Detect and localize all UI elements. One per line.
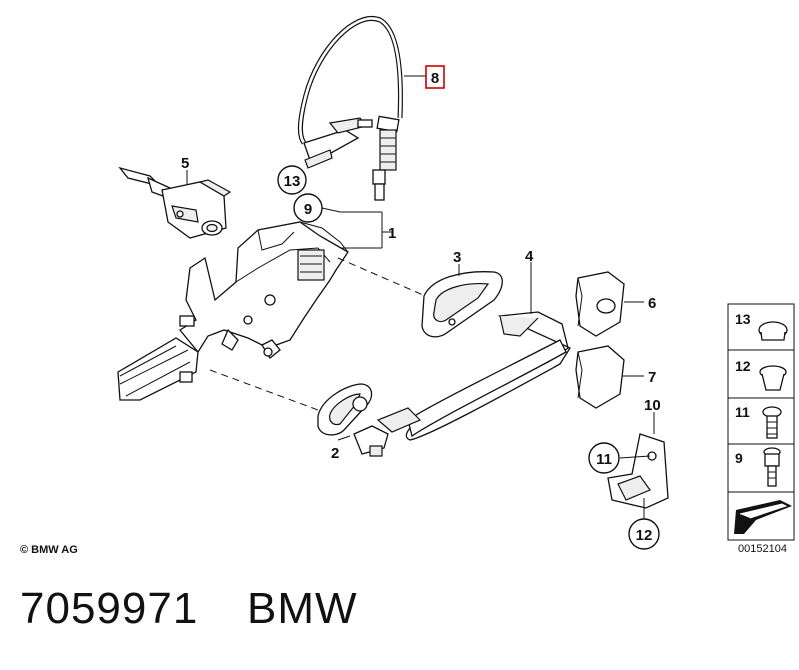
callout-circle — [277, 165, 307, 195]
diagram-id: 00152104 — [738, 543, 787, 555]
outer-door-handle-part-4 — [376, 311, 571, 441]
fastener-legend: 13 12 11 9 — [727, 303, 795, 541]
screw-icon — [762, 406, 782, 439]
callout-9: 9 — [304, 201, 312, 218]
callout-4: 4 — [525, 248, 534, 265]
callout-13: 13 — [284, 173, 301, 190]
copyright: © BMW AG — [20, 544, 78, 556]
rubber-plug-icon — [759, 365, 787, 391]
callout-3: 3 — [453, 249, 461, 266]
brand-name: BMW — [247, 584, 358, 633]
lock-cylinder-part-5 — [118, 166, 232, 239]
leader-line — [337, 435, 351, 441]
callout-6: 6 — [648, 295, 656, 312]
leader-line — [321, 207, 341, 213]
part-number: 7059971 — [20, 584, 199, 633]
callout-10: 10 — [644, 397, 661, 414]
leader-line — [619, 455, 651, 459]
legend-num-12: 12 — [735, 358, 751, 374]
bowden-cable-part-8 — [297, 16, 403, 201]
gasket-part-2 — [317, 383, 389, 457]
cover-cap-part-6 — [575, 271, 625, 337]
legend-num-11: 11 — [735, 404, 750, 420]
callout-circle — [293, 193, 323, 223]
callout-5: 5 — [181, 155, 189, 172]
callout-11: 11 — [596, 451, 612, 468]
callout-12: 12 — [636, 527, 653, 544]
assembly-line — [337, 257, 431, 299]
callout-8: 8 — [431, 70, 439, 87]
bolt-icon — [763, 447, 781, 487]
handle-carrier-part-1 — [117, 221, 349, 401]
callout-circle — [588, 442, 620, 474]
callout-circle — [628, 518, 660, 550]
arrow-icon — [734, 500, 792, 534]
plug-icon — [758, 321, 788, 341]
callout-1: 1 — [388, 225, 396, 242]
callout-7: 7 — [648, 369, 656, 386]
legend-num-13: 13 — [735, 311, 751, 327]
callout-2: 2 — [331, 445, 339, 462]
legend-frame — [727, 303, 795, 541]
assembly-line — [209, 369, 319, 411]
legend-num-9: 9 — [735, 450, 743, 466]
gasket-part-3 — [421, 271, 503, 338]
highlight-box — [425, 65, 445, 89]
cover-cap-part-7 — [575, 345, 625, 409]
striker-part-10 — [607, 433, 669, 509]
